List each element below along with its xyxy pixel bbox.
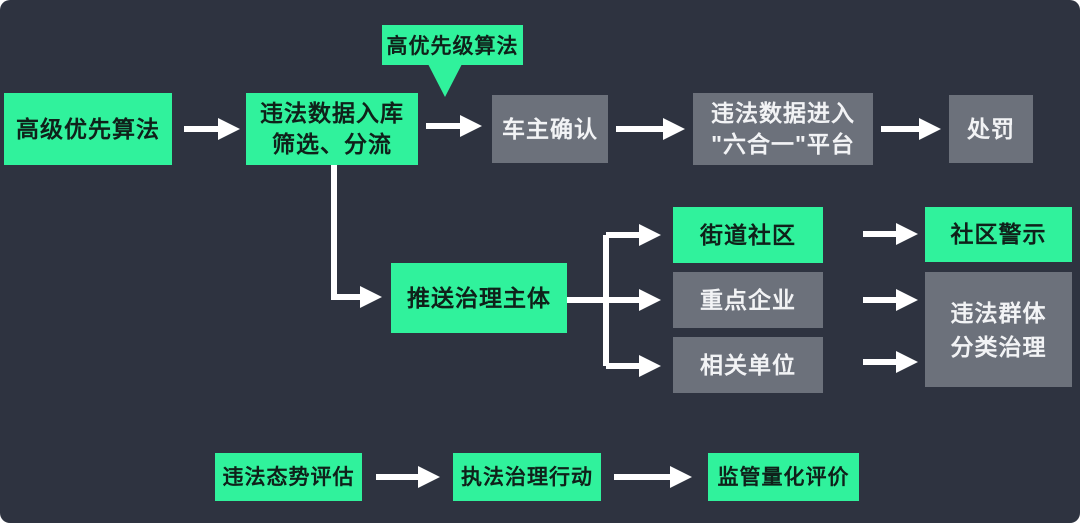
node-related-units: 相关单位 (673, 337, 823, 393)
node-community-warning: 社区警示 (925, 207, 1072, 262)
node-illegal-data-intake: 违法数据入库 筛选、分流 (246, 93, 418, 165)
callout-tail (428, 64, 462, 97)
node-six-in-one-platform: 违法数据进入 "六合一"平台 (693, 93, 873, 165)
arrow-intake-to-push-elbow (331, 165, 382, 308)
node-supervision-quantitative-evaluation: 监管量化评价 (708, 453, 859, 501)
node-punishment: 处罚 (949, 95, 1033, 163)
node-street-community: 街道社区 (673, 207, 823, 263)
node-advanced-priority-algorithm: 高级优先算法 (4, 93, 172, 165)
node-key-enterprises: 重点企业 (673, 272, 823, 328)
node-owner-confirmation: 车主确认 (492, 95, 608, 163)
callout-high-priority-algorithm: 高优先级算法 (382, 25, 523, 65)
node-enforcement-governance-action: 执法治理行动 (453, 453, 601, 501)
node-push-governance-subject: 推送治理主体 (391, 263, 567, 333)
node-illegal-situation-assessment: 违法态势评估 (215, 453, 362, 501)
node-illegal-group-governance: 违法群体 分类治理 (925, 272, 1072, 387)
